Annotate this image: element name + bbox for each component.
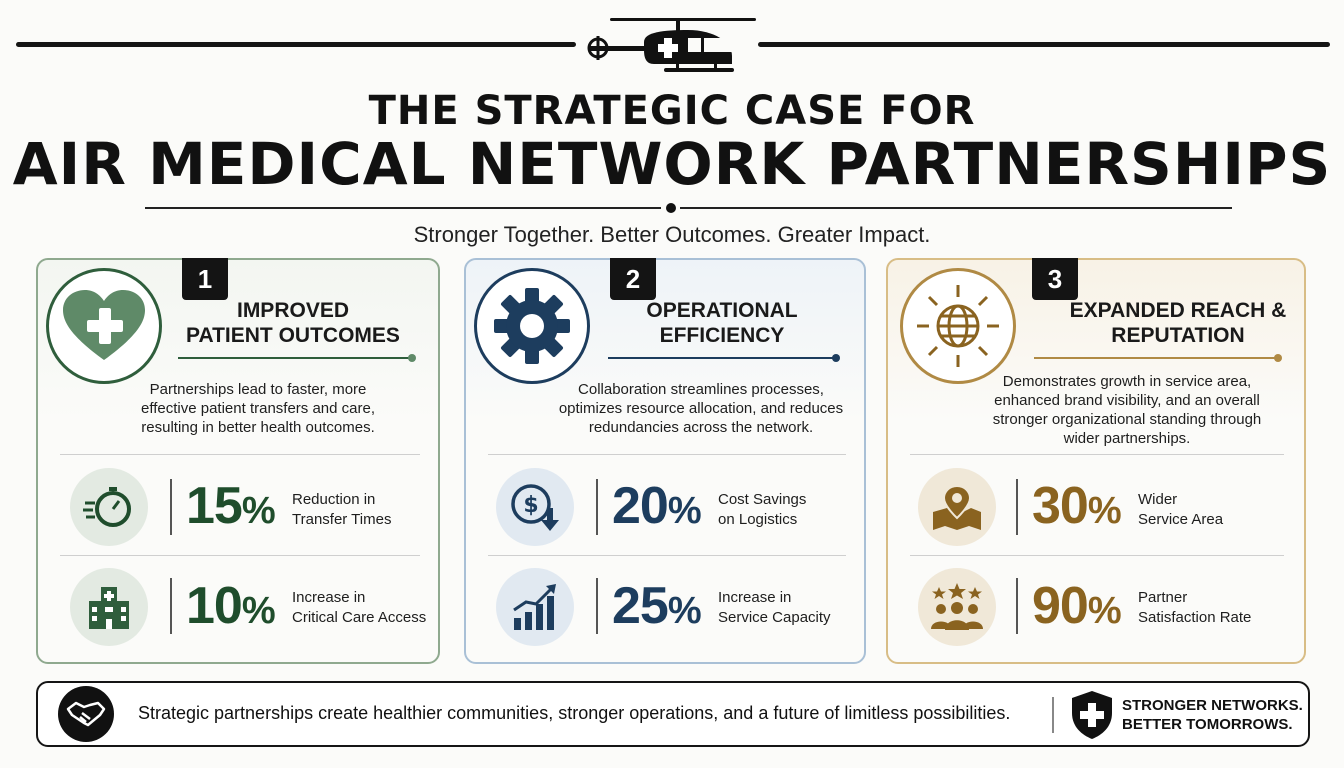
stopwatch-icon <box>70 468 148 546</box>
card-number-badge: 1 <box>182 258 228 300</box>
gear-icon <box>474 268 590 384</box>
card-title-line1: EXPANDED REACH & <box>1069 299 1287 322</box>
card-separator <box>910 555 1284 556</box>
card-separator <box>60 555 420 556</box>
title-rule-dot <box>666 203 676 213</box>
stat-value: 90% <box>1032 577 1122 639</box>
title-rule-left <box>145 207 661 209</box>
footer-divider <box>1052 697 1054 733</box>
stat-label-line2: Critical Care Access <box>292 609 427 626</box>
stat-label-line2: Satisfaction Rate <box>1138 609 1252 626</box>
bar-growth-icon <box>496 568 574 646</box>
stat-unit: % <box>667 590 702 632</box>
card-title-line1: IMPROVED <box>236 299 349 322</box>
title-rule-right <box>680 207 1232 209</box>
footer-banner: Strategic partnerships create healthier … <box>36 681 1310 747</box>
card-title-line2: REPUTATION <box>1111 324 1245 347</box>
stat-label: Increase in Critical Care Access <box>292 588 426 628</box>
stat-label: Reduction in Transfer Times <box>292 490 391 530</box>
card-description: Demonstrates growth in service area, enh… <box>992 373 1262 447</box>
card-description: Collaboration streamlines processes, opt… <box>558 381 844 436</box>
stat-number: 20 <box>612 477 669 535</box>
footer-slogan-line1: STRONGER NETWORKS. <box>1122 697 1303 714</box>
card-title-rule <box>608 357 834 359</box>
card-title-rule-dot <box>832 354 840 362</box>
stat-divider <box>596 578 598 634</box>
shield-plus-icon <box>1072 691 1112 739</box>
card-operational-efficiency: 2 OPERATIONAL EFFICIENCY Collaboration s… <box>464 258 866 664</box>
stat-label-line2: Service Capacity <box>718 609 831 626</box>
card-expanded-reach: 3 EXPANDED REACH & REPUTATION Demonstrat… <box>886 258 1306 664</box>
card-title: IMPROVED PATIENT OUTCOMES <box>178 298 408 348</box>
stat-number: 90 <box>1032 577 1089 635</box>
card-title-line1: OPERATIONAL <box>646 299 798 322</box>
stat-number: 10 <box>186 577 243 635</box>
svg-text:$: $ <box>523 493 538 518</box>
helicopter-icon <box>587 18 756 72</box>
stat-label-line1: Increase in <box>292 589 366 606</box>
footer-slogan-line2: BETTER TOMORROWS. <box>1122 716 1293 733</box>
card-title-line2: EFFICIENCY <box>659 324 785 347</box>
card-title: EXPANDED REACH & REPUTATION <box>1060 298 1296 348</box>
stat-label: Cost Savings on Logistics <box>718 490 806 530</box>
stat-label-line1: Reduction in <box>292 491 376 508</box>
stat-unit: % <box>667 490 702 532</box>
card-title-line2: PATIENT OUTCOMES <box>186 324 400 347</box>
stat-label-line1: Wider <box>1138 491 1178 508</box>
card-separator <box>488 555 846 556</box>
stat-divider <box>170 578 172 634</box>
page-title-line2: AIR MEDICAL NETWORK PARTNERSHIPS <box>12 130 1332 198</box>
card-title: OPERATIONAL EFFICIENCY <box>606 298 838 348</box>
stat-divider <box>596 479 598 535</box>
header-rule-right <box>758 42 1330 47</box>
stat-label-line2: on Logistics <box>718 511 798 528</box>
stat-divider <box>1016 578 1018 634</box>
stat-value: 20% <box>612 477 702 539</box>
stat-value: 10% <box>186 577 276 639</box>
stat-value: 30% <box>1032 477 1122 539</box>
card-title-rule-dot <box>408 354 416 362</box>
card-number-badge: 2 <box>610 258 656 300</box>
heart-plus-icon <box>46 268 162 384</box>
stat-divider <box>1016 479 1018 535</box>
stat-unit: % <box>241 590 276 632</box>
card-title-rule-dot <box>1274 354 1282 362</box>
stat-value: 25% <box>612 577 702 639</box>
footer-message: Strategic partnerships create healthier … <box>138 703 1011 723</box>
card-separator <box>488 454 846 455</box>
stat-label-line1: Partner <box>1138 589 1188 606</box>
stat-label-line2: Transfer Times <box>292 511 392 528</box>
stat-label-line1: Increase in <box>718 589 792 606</box>
stat-unit: % <box>1087 490 1122 532</box>
stat-number: 15 <box>186 477 243 535</box>
page-title-line1: THE STRATEGIC CASE FOR <box>368 88 976 134</box>
stat-divider <box>170 479 172 535</box>
dollar-down-icon: $ <box>496 468 574 546</box>
hospital-icon <box>70 568 148 646</box>
stat-unit: % <box>241 490 276 532</box>
tagline: Stronger Together. Better Outcomes. Grea… <box>413 222 931 247</box>
handshake-icon <box>58 686 114 742</box>
stat-label-line1: Cost Savings <box>718 491 807 508</box>
card-separator <box>910 454 1284 455</box>
stat-unit: % <box>1087 590 1122 632</box>
stat-label: Increase in Service Capacity <box>718 588 831 628</box>
globe-icon <box>900 268 1016 384</box>
card-title-rule <box>1034 357 1276 359</box>
stat-number: 30 <box>1032 477 1089 535</box>
footer-slogan: STRONGER NETWORKS. BETTER TOMORROWS. <box>1122 696 1303 734</box>
people-stars-icon <box>918 568 996 646</box>
stat-label-line2: Service Area <box>1138 511 1224 528</box>
card-description: Partnerships lead to faster, more effect… <box>140 381 376 436</box>
card-patient-outcomes: 1 IMPROVED PATIENT OUTCOMES Partnerships… <box>36 258 440 664</box>
card-title-rule <box>178 357 410 359</box>
stat-number: 25 <box>612 577 669 635</box>
header-rule-left <box>16 42 576 47</box>
card-separator <box>60 454 420 455</box>
map-pin-icon <box>918 468 996 546</box>
stat-value: 15% <box>186 477 276 539</box>
card-number-badge: 3 <box>1032 258 1078 300</box>
